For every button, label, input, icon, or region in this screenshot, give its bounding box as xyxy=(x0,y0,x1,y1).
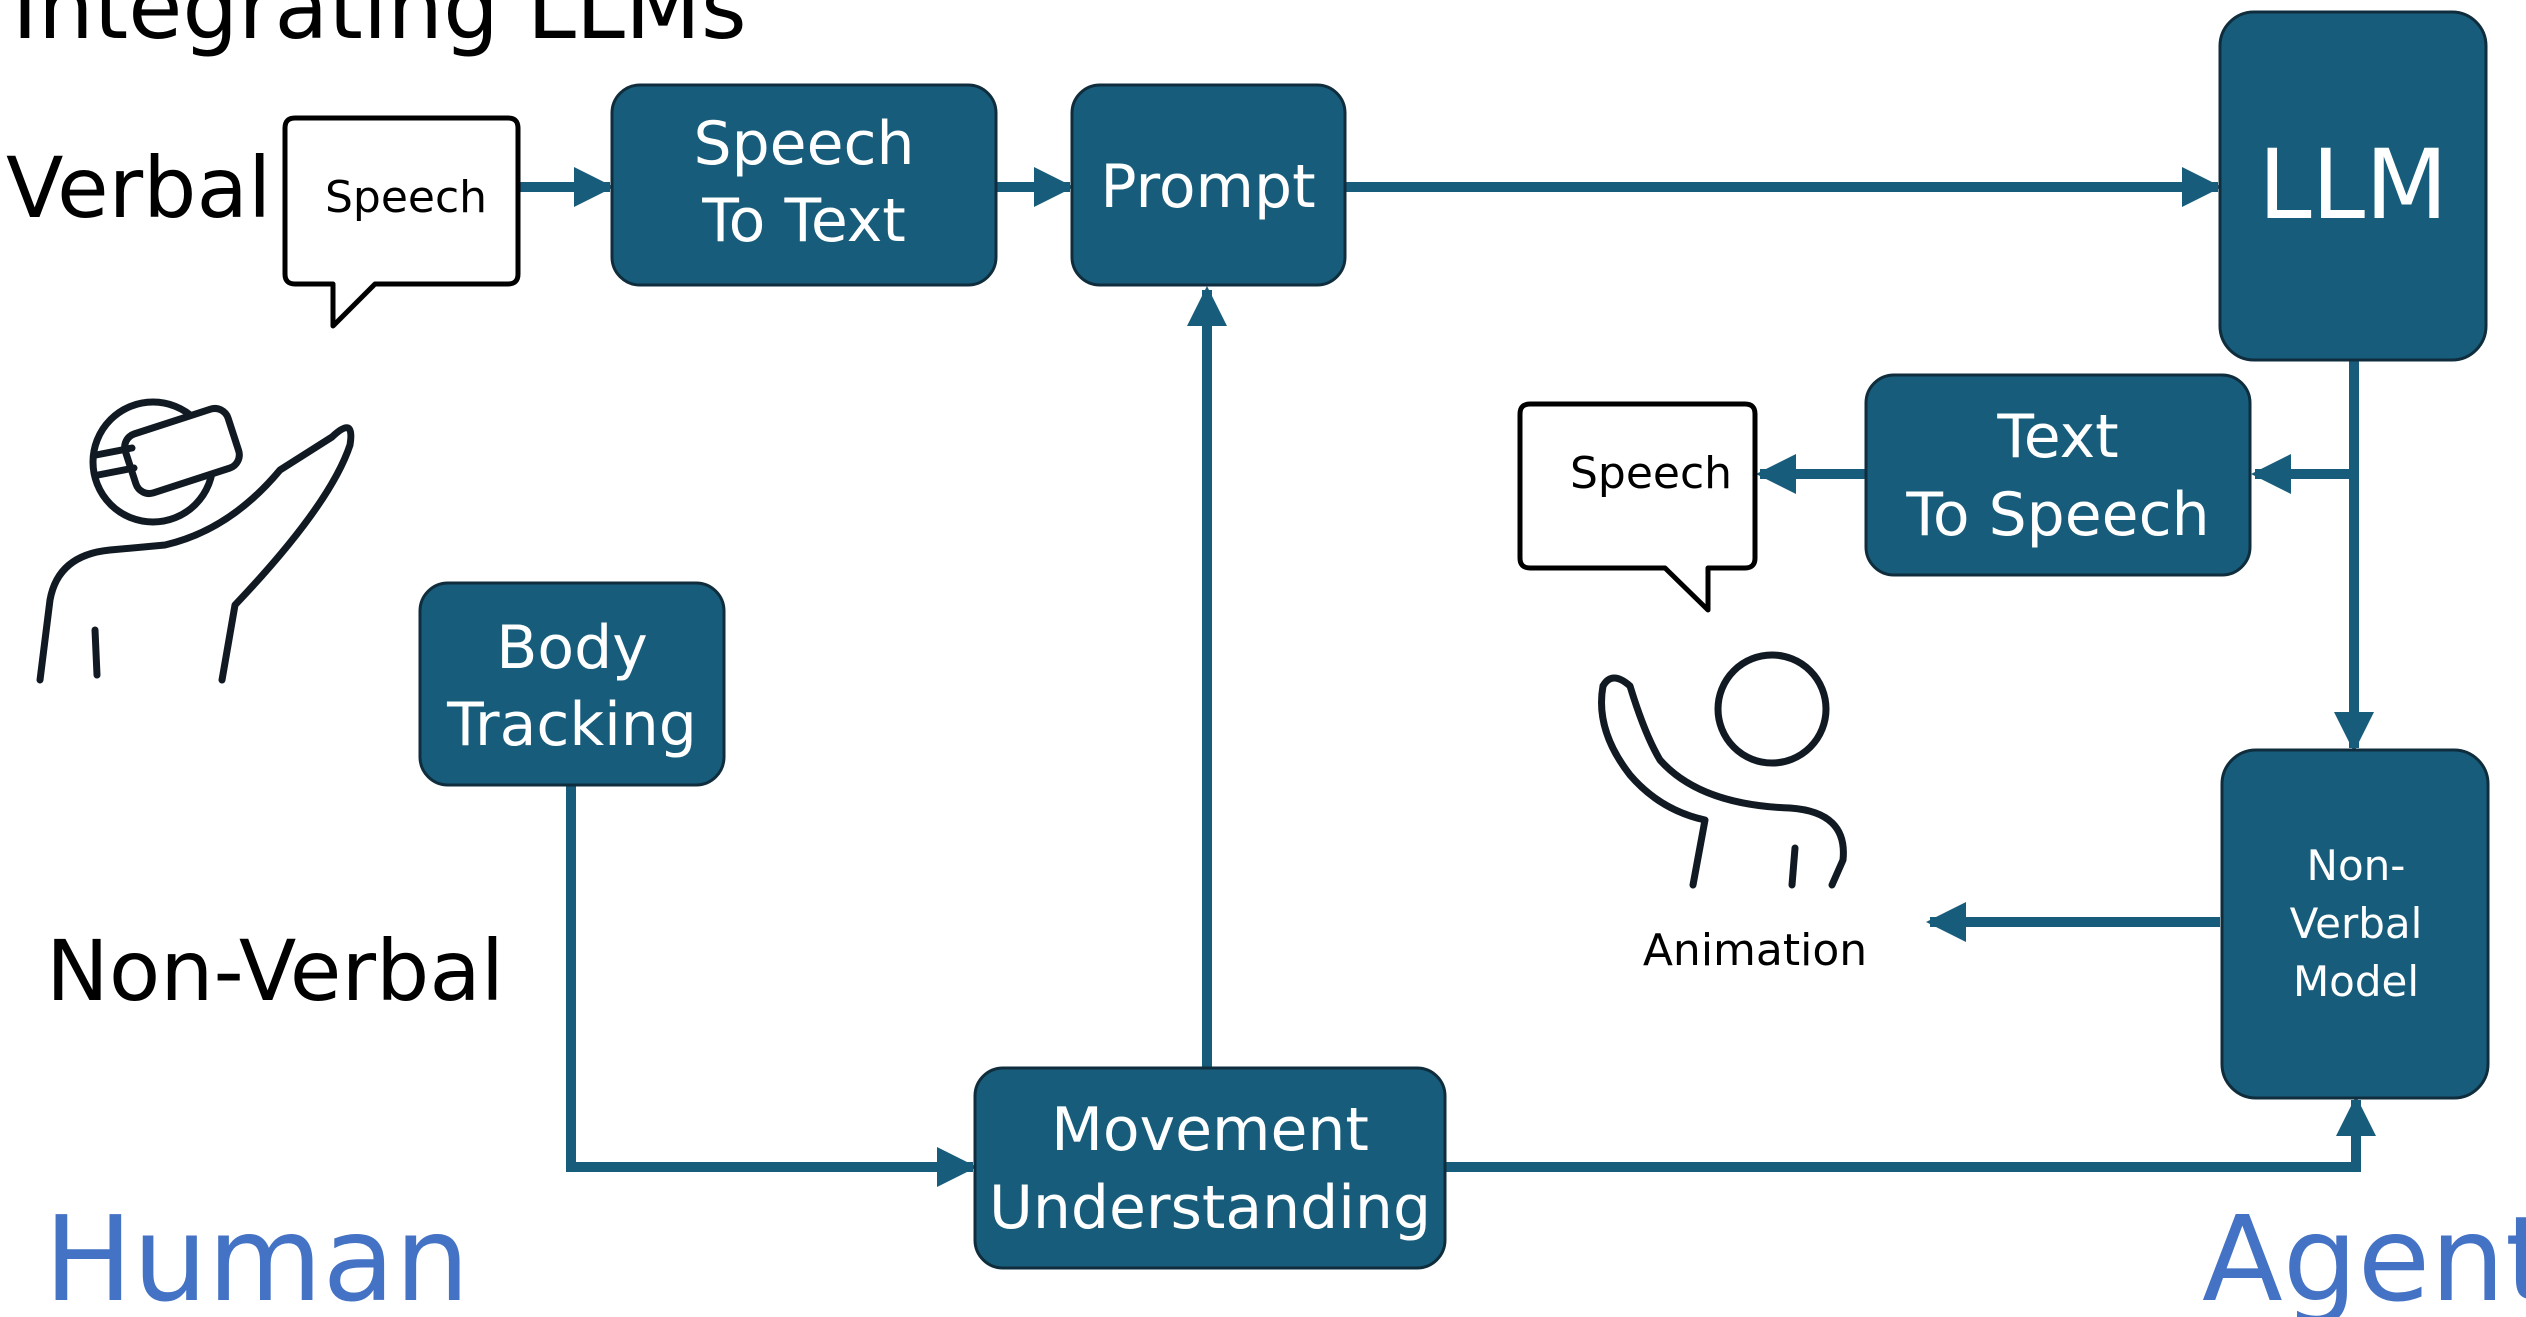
agent-speech-bubble-text: Speech xyxy=(1570,448,1732,499)
node-body-tracking-line1: Body xyxy=(496,613,647,683)
node-movement-understanding: Movement Understanding xyxy=(973,1066,1447,1270)
human-speech-bubble-text: Speech xyxy=(325,172,487,223)
node-body-tracking-line2: Tracking xyxy=(446,690,697,760)
node-speech-to-text: Speech To Text xyxy=(610,83,998,287)
agent-label: Agent xyxy=(2202,1190,2526,1317)
node-non-verbal-model: Non- Verbal Model xyxy=(2220,748,2490,1100)
arrow-movement-to-nonverbal xyxy=(1446,1096,2376,1172)
node-speech-to-text-line1: Speech xyxy=(693,109,914,179)
human-label: Human xyxy=(44,1190,470,1317)
diagram-title: Integrating LLMs xyxy=(12,0,747,59)
node-non-verbal-model-line1: Non- xyxy=(2307,841,2406,890)
node-movement-understanding-line2: Understanding xyxy=(989,1173,1431,1243)
node-text-to-speech-line2: To Speech xyxy=(1905,480,2209,550)
person-waving-icon xyxy=(1598,651,1847,889)
arrow-body-to-movement xyxy=(566,785,977,1187)
node-prompt-label: Prompt xyxy=(1100,152,1315,222)
node-llm: LLM xyxy=(2218,10,2488,362)
node-movement-understanding-line1: Movement xyxy=(1051,1095,1369,1165)
node-text-to-speech-line1: Text xyxy=(1996,402,2118,472)
human-speech-bubble: Speech xyxy=(282,115,521,329)
animation-label: Animation xyxy=(1643,925,1867,976)
vr-headset-person-waving-icon xyxy=(36,398,355,684)
agent-speech-bubble: Speech xyxy=(1517,401,1758,613)
node-non-verbal-model-line3: Model xyxy=(2293,957,2419,1006)
node-non-verbal-model-line2: Verbal xyxy=(2290,899,2423,948)
verbal-label: Verbal xyxy=(6,139,271,237)
node-prompt: Prompt xyxy=(1070,83,1347,287)
non-verbal-label: Non-Verbal xyxy=(46,922,504,1020)
node-llm-label: LLM xyxy=(2258,129,2448,241)
node-text-to-speech: Text To Speech xyxy=(1864,373,2252,577)
node-body-tracking: Body Tracking xyxy=(418,581,726,787)
node-speech-to-text-line2: To Text xyxy=(701,186,906,256)
flow-arrows xyxy=(508,167,2376,1187)
